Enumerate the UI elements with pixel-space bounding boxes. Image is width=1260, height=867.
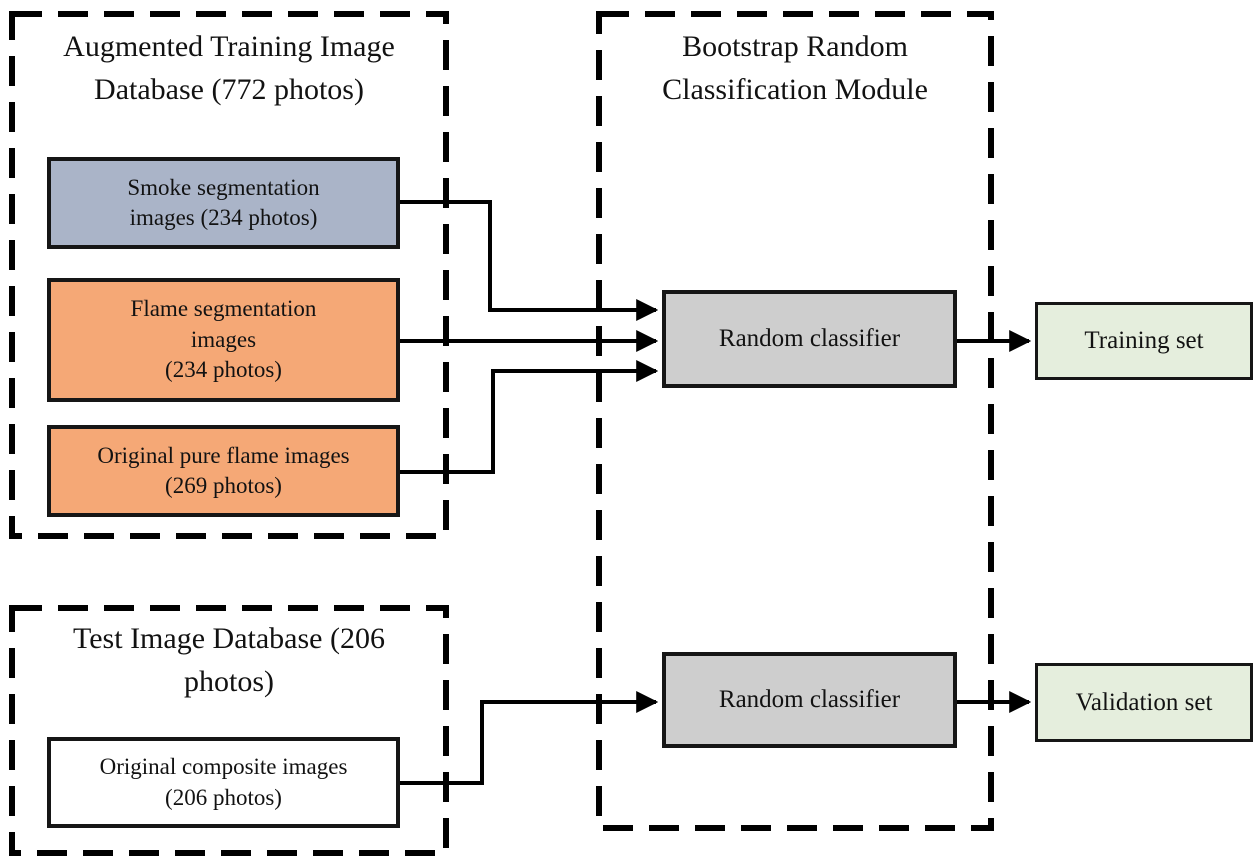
augmented-db-container-border	[9, 11, 449, 539]
test-db-title: Test Image Database (206 photos)	[73, 622, 385, 698]
flame-segmentation-box: Flame segmentation images (234 photos)	[47, 278, 400, 402]
smoke-segmentation-box: Smoke segmentation images (234 photos)	[47, 157, 400, 249]
augmented-db-title: Augmented Training Image Database (772 p…	[63, 30, 395, 106]
test-db-container-border	[9, 605, 449, 856]
original-pure-flame-box: Original pure flame images (269 photos)	[47, 425, 400, 517]
original-composite-box: Original composite images (206 photos)	[47, 737, 400, 828]
bootstrap-module-container-border	[596, 11, 994, 831]
random-classifier-top-box: Random classifier	[662, 290, 957, 388]
validation-set-box: Validation set	[1035, 663, 1253, 742]
arrow-pure-flame-to-classifier	[400, 360, 659, 474]
arrow-composite-to-classifier	[400, 691, 659, 785]
training-set-box: Training set	[1035, 302, 1253, 380]
random-classifier-bottom-box: Random classifier	[662, 652, 957, 748]
bootstrap-module-title: Bootstrap Random Classification Module	[662, 30, 928, 106]
arrow-smoke-to-classifier	[400, 200, 659, 321]
